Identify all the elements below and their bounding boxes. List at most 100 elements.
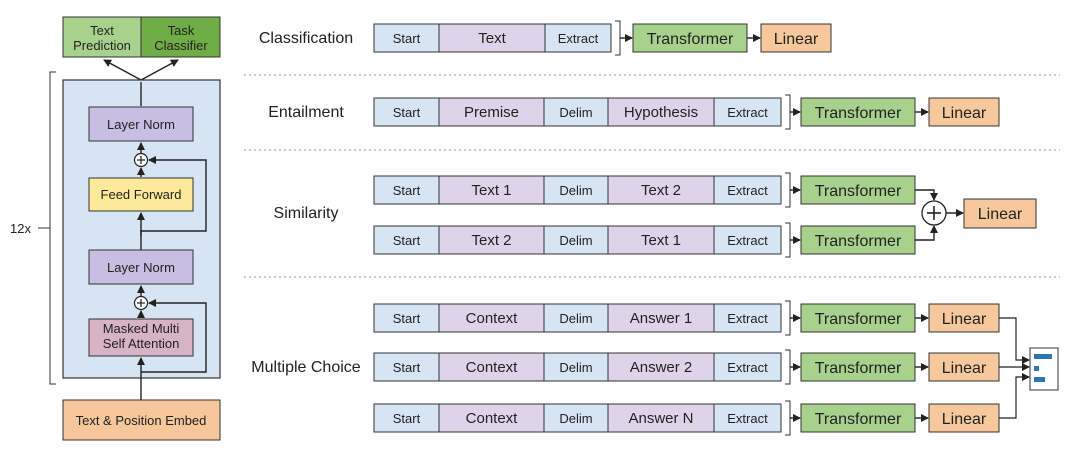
softmax-bar: [1034, 354, 1052, 359]
token-answer-1-label: Answer 1: [630, 310, 693, 327]
token-delim-box: [543, 97, 609, 127]
sequence-bracket: [785, 349, 791, 385]
token-start-label: Start: [393, 360, 421, 375]
token-text-2-box: [438, 225, 545, 255]
token-delim-label: Delim: [559, 233, 592, 248]
token-context-label: Context: [466, 410, 519, 427]
sequence-bracket: [615, 20, 621, 56]
transformer-label: Transformer: [815, 183, 902, 200]
token-delim-label: Delim: [559, 183, 592, 198]
token-delim-label: Delim: [559, 411, 592, 426]
transformer-box: [800, 97, 916, 127]
token-delim-box: [543, 303, 609, 333]
token-text-1-box: [438, 175, 545, 205]
token-text-box: [438, 23, 546, 53]
layer-norm-top-label: Layer Norm: [107, 117, 175, 132]
task-classifier-box: [140, 16, 221, 58]
sequence-bracket: [785, 222, 791, 258]
transformer-box: [800, 225, 916, 255]
linear-label: Linear: [942, 411, 987, 428]
sequence-bracket: [785, 400, 791, 436]
token-delim-box: [543, 352, 609, 382]
token-extract-box: [713, 175, 782, 205]
token-start-box: [373, 97, 440, 127]
token-text-2-label: Text 2: [471, 232, 511, 249]
token-delim-label: Delim: [559, 105, 592, 120]
token-context-label: Context: [466, 359, 519, 376]
token-extract-box: [713, 303, 782, 333]
token-extract-label: Extract: [727, 360, 768, 375]
token-text-2-label: Text 2: [641, 182, 681, 199]
token-hypothesis-box: [607, 97, 715, 127]
token-answer-n-box: [607, 403, 715, 433]
linear-box: [760, 23, 832, 53]
multiple-choice-label: Multiple Choice: [251, 359, 360, 376]
sequence-bracket: [785, 300, 791, 336]
masked-attention-box: [88, 318, 194, 357]
token-extract-label: Extract: [727, 183, 768, 198]
token-extract-label: Extract: [558, 31, 599, 46]
repeat-label: 12x: [10, 221, 31, 236]
transformer-box: [800, 175, 916, 205]
token-answer-2-box: [607, 352, 715, 382]
layer-norm-bottom-label: Layer Norm: [107, 260, 175, 275]
token-context-label: Context: [466, 310, 519, 327]
transformer-label: Transformer: [815, 311, 902, 328]
linear-box: [963, 198, 1037, 229]
token-start-label: Start: [393, 411, 421, 426]
token-extract-box: [713, 97, 782, 127]
feed-forward-box: [88, 177, 194, 212]
token-text-label: Text: [478, 30, 506, 47]
transformer-box: [800, 403, 916, 433]
token-extract-box: [713, 403, 782, 433]
entailment-label: Entailment: [268, 104, 344, 121]
sequence-bracket: [785, 94, 791, 130]
linear-box: [928, 97, 1000, 127]
transformer-label: Transformer: [815, 105, 902, 122]
token-extract-label: Extract: [727, 311, 768, 326]
token-text-2-box: [607, 175, 715, 205]
transformer-box: [800, 352, 916, 382]
repeat-bracket: [49, 71, 56, 385]
token-context-box: [438, 303, 545, 333]
transformer-label: Transformer: [815, 360, 902, 377]
token-start-label: Start: [393, 105, 421, 120]
token-start-label: Start: [393, 31, 421, 46]
token-delim-label: Delim: [559, 311, 592, 326]
token-extract-box: [713, 352, 782, 382]
softmax-bar: [1034, 366, 1039, 371]
linear-label: Linear: [942, 105, 987, 122]
linear-box: [928, 403, 1000, 433]
transformer-label: Transformer: [815, 411, 902, 428]
token-start-label: Start: [393, 311, 421, 326]
token-delim-label: Delim: [559, 360, 592, 375]
layer-norm-top-box: [88, 106, 194, 142]
token-premise-box: [438, 97, 545, 127]
linear-label: Linear: [942, 311, 987, 328]
feed-forward-label: Feed Forward: [101, 187, 182, 202]
token-answer-2-label: Answer 2: [630, 359, 693, 376]
token-delim-box: [543, 403, 609, 433]
sequence-bracket: [785, 172, 791, 208]
token-context-box: [438, 403, 545, 433]
token-extract-label: Extract: [727, 105, 768, 120]
linear-label: Linear: [978, 206, 1023, 223]
token-answer-1-box: [607, 303, 715, 333]
token-premise-label: Premise: [464, 104, 519, 121]
token-extract-label: Extract: [727, 233, 768, 248]
similarity-label: Similarity: [274, 205, 339, 222]
token-text-1-box: [607, 225, 715, 255]
token-text-1-label: Text 1: [471, 182, 511, 199]
token-extract-box: [544, 23, 612, 53]
text-position-embed-label: Text & Position Embed: [76, 413, 207, 428]
transformer-box: [800, 303, 916, 333]
token-start-box: [373, 352, 440, 382]
token-context-box: [438, 352, 545, 382]
token-start-box: [373, 23, 440, 53]
